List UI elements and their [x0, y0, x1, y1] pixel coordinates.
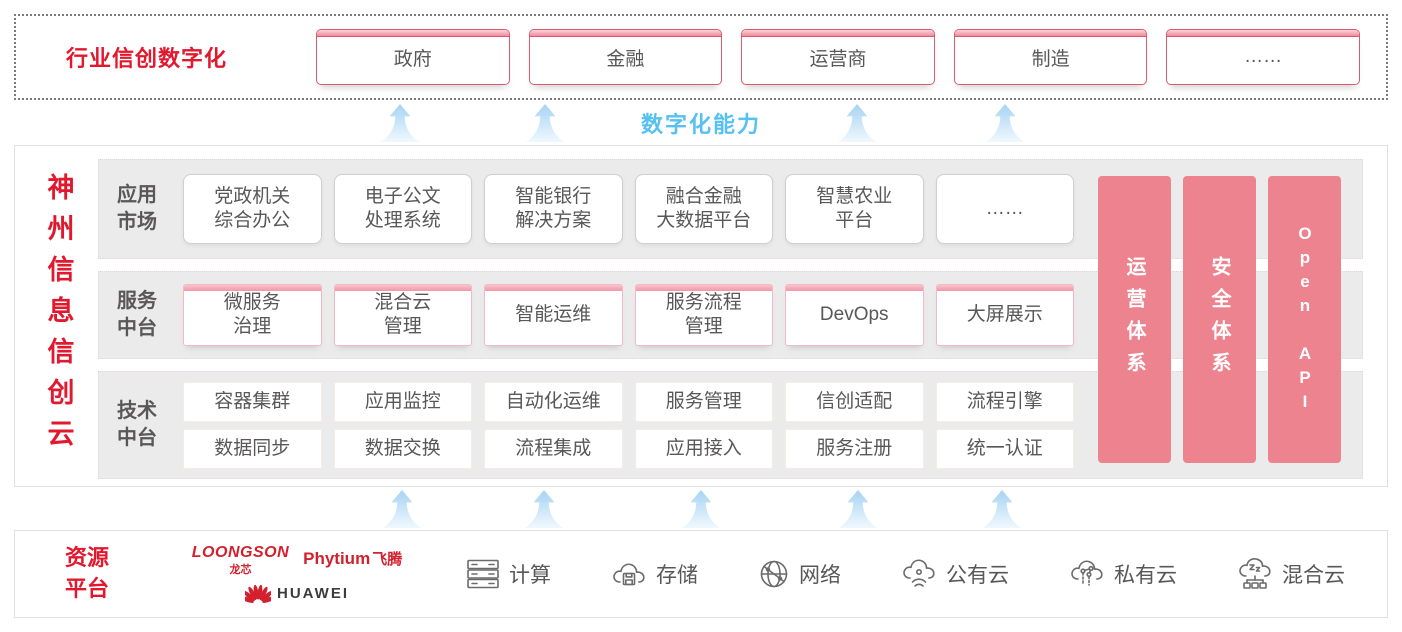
industry-strip-title: 行业信创数字化: [66, 46, 228, 71]
resource-item-label: 存储: [656, 564, 698, 587]
app-box: 融合金融 大数据平台: [634, 174, 773, 244]
loongson-wordmark: LOONGSON: [191, 543, 290, 561]
industry-digitalization-strip: 行业信创数字化 政府 金融 运营商 制造 ……: [14, 14, 1388, 100]
tech-box: 服务注册: [785, 428, 924, 469]
app-box-more: ……: [935, 174, 1074, 244]
tech-box: 数据交换: [333, 428, 472, 469]
app-box: 智能银行 解决方案: [484, 174, 623, 244]
network-globe-icon: [760, 560, 788, 588]
industry-label: ……: [1244, 46, 1283, 67]
app-market-boxes: 党政机关 综合办公 电子公文 处理系统 智能银行 解决方案 融合金融 大数据平台…: [183, 174, 1074, 244]
service-boxes: 微服务 治理 混合云 管理 智能运维 服务流程 管理 DevOps 大屏展示: [183, 284, 1074, 346]
up-arrow-icon: [681, 489, 721, 529]
resource-item-label: 私有云: [1114, 564, 1177, 587]
app-box: 党政机关 综合办公: [183, 174, 322, 244]
tech-box: 数据同步: [183, 428, 322, 469]
platform-title-text: 神州信息信创云: [43, 172, 74, 460]
row-label-service: 服务中台: [117, 290, 157, 339]
industry-box-more: ……: [1166, 29, 1360, 85]
industry-box-operator: 运营商: [741, 29, 935, 85]
up-arrow-icon: [525, 103, 565, 143]
up-arrow-icon: [382, 489, 422, 529]
up-arrow-icon: [380, 103, 420, 143]
industry-box-finance: 金融: [528, 29, 723, 85]
huawei-wordmark: HUAWEI: [277, 585, 349, 602]
resource-item-compute: 计算: [465, 557, 551, 591]
service-box: DevOps: [785, 284, 924, 346]
up-arrow-icon: [837, 103, 877, 143]
public-cloud-icon: [903, 559, 935, 587]
resource-item-network: 网络: [757, 557, 841, 591]
loongson-logo: LOONGSON 龙芯: [192, 544, 289, 577]
capability-label: 数字化能力: [640, 112, 762, 137]
vendor-logos: LOONGSON 龙芯 Phytium 飞腾: [177, 544, 417, 605]
industry-box-list: 政府 金融 运营商 制造 ……: [316, 29, 1360, 85]
app-box: 电子公文 处理系统: [333, 174, 472, 244]
tech-box: 统一认证: [935, 428, 1074, 469]
huawei-logo: HUAWEI: [245, 583, 349, 605]
resource-item-public-cloud: 公有云: [900, 557, 1009, 591]
industry-box-manufacturing: 制造: [953, 29, 1148, 85]
industry-label: 政府: [393, 48, 432, 70]
pillar-operation-system: 运营体系: [1098, 176, 1171, 463]
service-box: 智能运维: [484, 284, 623, 346]
service-box: 微服务 治理: [183, 284, 322, 346]
service-box: 大屏展示: [935, 284, 1074, 346]
up-arrow-icon: [985, 103, 1025, 143]
resource-platform-section: 资源平台 LOONGSON 龙芯 Phytium 飞腾: [14, 530, 1388, 618]
app-market-panel: 应用市场 党政机关 综合办公 电子公文 处理系统 智能银行 解决方案 融合金融 …: [98, 159, 1363, 259]
tech-middle-panel: 技术中台 容器集群 应用监控 自动化运维 服务管理 信创适配 流程引擎 数据同步…: [98, 371, 1363, 479]
tech-box: 流程引擎: [935, 381, 1074, 422]
row-label-tech: 技术中台: [117, 400, 157, 449]
resource-item-label: 计算: [509, 564, 551, 587]
service-box: 服务流程 管理: [634, 284, 773, 346]
resource-item-label: 公有云: [946, 564, 1009, 587]
server-icon: [467, 559, 499, 589]
resource-item-hybrid-cloud: 混合云: [1236, 557, 1345, 591]
hybrid-cloud-icon: [1239, 558, 1271, 589]
up-arrow-icon: [524, 489, 564, 529]
tech-box: 自动化运维: [484, 381, 623, 422]
tech-box: 应用接入: [634, 428, 773, 469]
up-arrow-icon: [838, 489, 878, 529]
phytium-chinese: 飞腾: [372, 550, 403, 568]
tech-box: 信创适配: [785, 381, 924, 422]
tech-box: 容器集群: [183, 381, 322, 422]
pillar-label: Open API: [1295, 223, 1315, 416]
resource-item-storage: 存储: [610, 557, 698, 591]
industry-label: 运营商: [809, 48, 867, 70]
tech-boxes: 容器集群 应用监控 自动化运维 服务管理 信创适配 流程引擎 数据同步 数据交换…: [183, 381, 1074, 469]
resource-platform-title: 资源平台: [65, 545, 110, 601]
vendor-row: LOONGSON 龙芯 Phytium 飞腾: [192, 544, 402, 577]
private-cloud-icon: [1071, 560, 1103, 586]
storage-cloud-icon: [613, 563, 645, 586]
row-label-app-market: 应用市场: [117, 184, 157, 233]
platform-title: 神州信息信创云: [35, 171, 83, 461]
app-box: 智慧农业 平台: [785, 174, 924, 244]
loongson-chinese: 龙芯: [229, 563, 252, 576]
industry-box-government: 政府: [316, 29, 510, 85]
pillar-open-api: Open API: [1268, 176, 1341, 463]
phytium-wordmark: Phytium: [303, 548, 371, 568]
tech-box: 应用监控: [333, 381, 472, 422]
cloud-platform-section: 神州信息信创云 应用市场 党政机关 综合办公 电子公文 处理系统 智能银行 解决…: [14, 145, 1388, 487]
service-box: 混合云 管理: [333, 284, 472, 346]
resource-item-label: 网络: [799, 564, 841, 587]
tech-box: 服务管理: [634, 381, 773, 422]
industry-label: 金融: [606, 48, 645, 70]
tech-box: 流程集成: [484, 428, 623, 469]
resource-item-private-cloud: 私有云: [1068, 557, 1177, 591]
service-middle-panel: 服务中台 微服务 治理 混合云 管理 智能运维 服务流程 管理 DevOps 大…: [98, 271, 1363, 359]
resource-item-label: 混合云: [1282, 564, 1345, 587]
phytium-logo: Phytium 飞腾: [303, 548, 402, 569]
pillar-label: 运营体系: [1123, 255, 1145, 384]
resource-item-list: 计算 存储 网络: [417, 557, 1387, 591]
huawei-flower-icon: [245, 584, 271, 603]
pillar-label: 安全体系: [1208, 255, 1230, 384]
up-arrow-icon: [982, 489, 1022, 529]
pillar-security-system: 安全体系: [1183, 176, 1256, 463]
industry-label: 制造: [1031, 48, 1070, 70]
